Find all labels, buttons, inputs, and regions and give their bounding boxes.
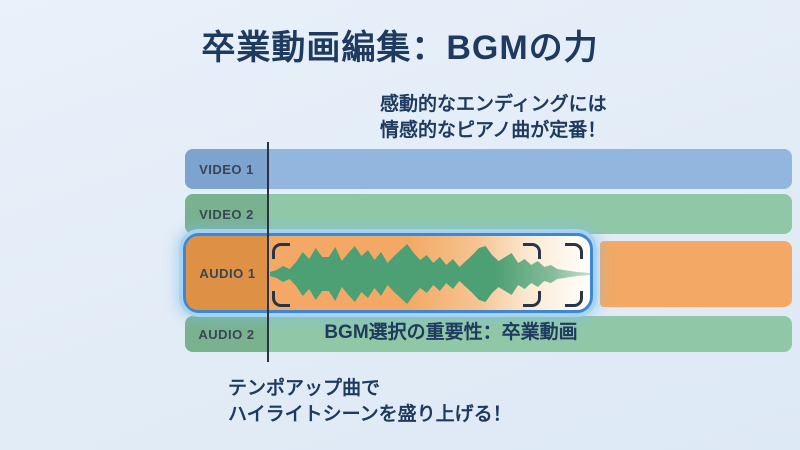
annotation-bottom: テンポアップ曲で ハイライトシーンを盛り上げる！ (228, 376, 512, 428)
playhead-line (267, 142, 269, 362)
annotation-bottom-line2: ハイライトシーンを盛り上げる！ (228, 404, 512, 425)
annotation-top-line1: 感動的なエンディングには (380, 94, 607, 115)
page-title: 卒業動画編集：BGMの力 (201, 29, 599, 67)
caption-text: BGM選択の重要性：卒業動画 (324, 322, 578, 343)
waveform-shape (270, 244, 590, 304)
track-video-1-label: VIDEO 1 (185, 149, 268, 189)
selection-bracket-bottom-right-outer-icon (565, 291, 583, 307)
annotation-bottom-line1: テンポアップ曲で (228, 378, 381, 399)
selection-bracket-top-left-icon (272, 243, 290, 259)
track-video-2-label: VIDEO 2 (185, 194, 268, 234)
selection-bracket-top-right-outer-icon (565, 243, 583, 259)
track-audio-1-continuation (600, 241, 792, 307)
waveform-svg (270, 244, 590, 304)
selection-bracket-bottom-right-inner-icon (523, 291, 541, 307)
annotation-top-line2: 情感的なピアノ曲が定番！ (380, 120, 607, 141)
track-video-1: VIDEO 1 (185, 149, 792, 189)
selection-bracket-bottom-left-icon (272, 291, 290, 307)
selection-bracket-top-right-inner-icon (523, 243, 541, 259)
track-audio-2: AUDIO 2 (185, 316, 792, 352)
track-video-2: VIDEO 2 (185, 194, 792, 234)
track-audio-1-label: AUDIO 1 (186, 236, 269, 310)
track-audio-2-label: AUDIO 2 (185, 316, 268, 352)
annotation-top: 感動的なエンディングには 情感的なピアノ曲が定番！ (380, 92, 607, 144)
